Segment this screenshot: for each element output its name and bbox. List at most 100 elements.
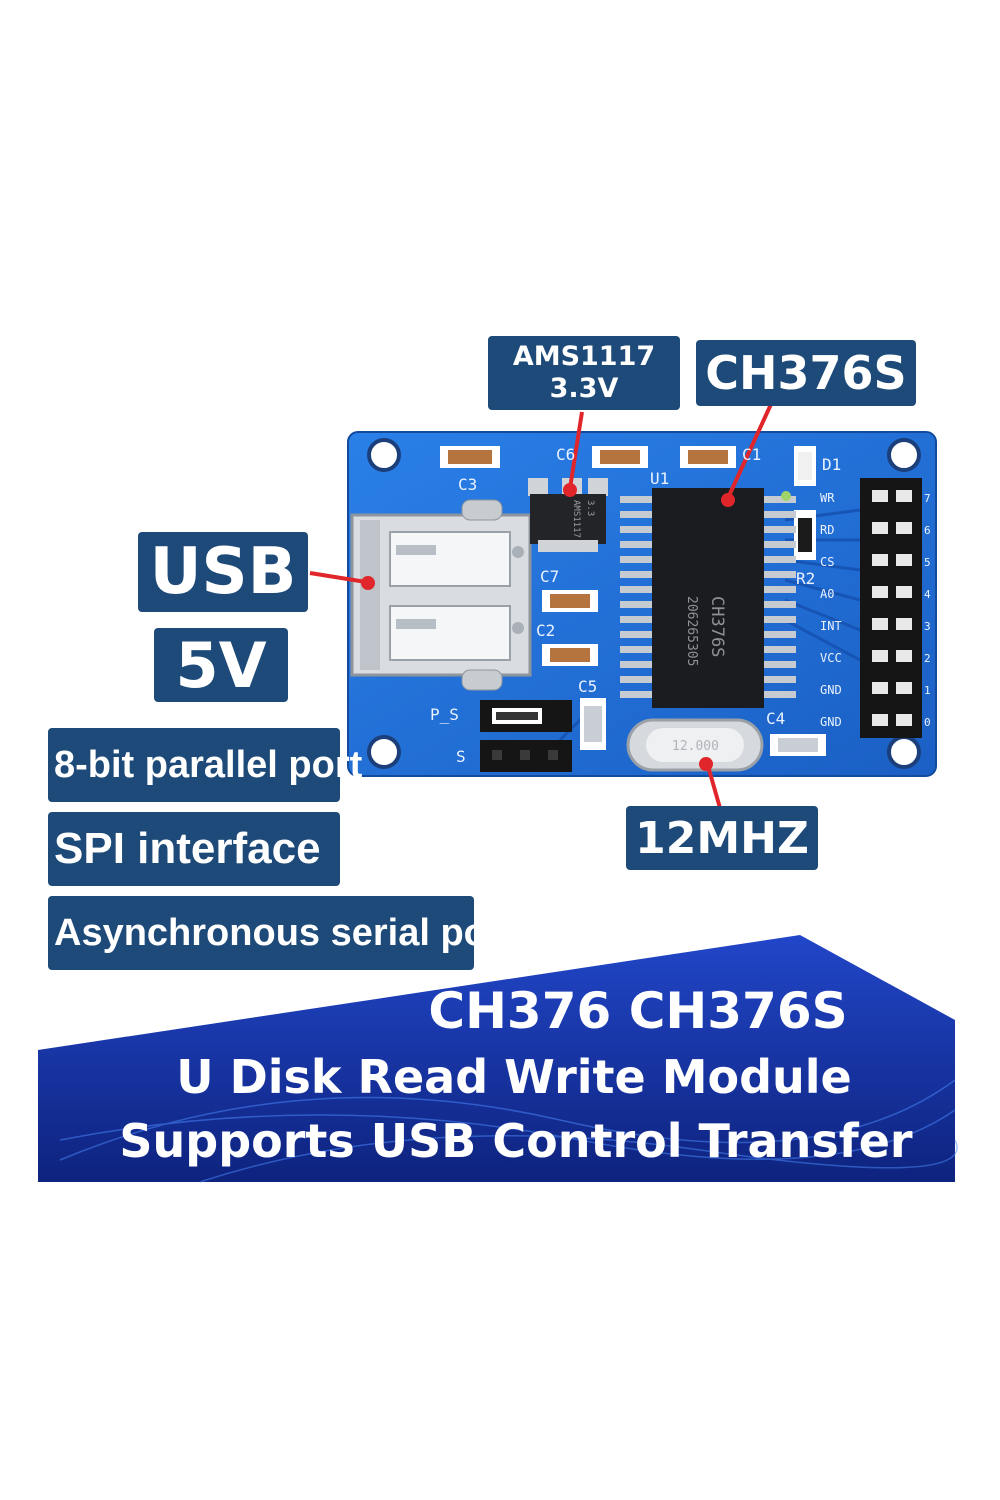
crystal-marking: 12.000 <box>672 739 719 754</box>
header-number: 1 <box>924 684 931 697</box>
silk-d1: D1 <box>822 455 841 474</box>
crystal-oscillator <box>626 718 764 772</box>
mounting-holes <box>367 438 921 769</box>
header-pin <box>896 650 912 662</box>
voltage-callout: 5V <box>154 628 288 702</box>
silk-c7: C7 <box>540 567 559 586</box>
chip-pin <box>762 511 796 518</box>
regulator-callout-voltage: 3.3V <box>549 373 619 404</box>
jumper-headers <box>480 700 572 772</box>
header-pin <box>872 522 888 534</box>
header-number: 3 <box>924 620 931 633</box>
header-pin <box>896 522 912 534</box>
chip-pin <box>762 661 796 668</box>
header-number: 6 <box>924 524 931 537</box>
header-number: 7 <box>924 492 931 505</box>
banner-subtitle: U Disk Read Write Module <box>176 1050 852 1104</box>
chip-pin <box>620 601 654 608</box>
chip-pin <box>762 676 796 683</box>
header-pin <box>896 682 912 694</box>
regulator-callout: AMS1117 3.3V <box>488 336 680 410</box>
regulator-marking-value: 3.3 <box>585 500 595 516</box>
chip-pin <box>762 691 796 698</box>
chip-pin <box>620 571 654 578</box>
chip-pin <box>620 646 654 653</box>
silk-s: S <box>456 747 466 766</box>
crystal-callout: 12MHZ <box>626 806 818 870</box>
feature-parallel-port: 8-bit parallel port <box>48 728 362 802</box>
chip-pin <box>762 571 796 578</box>
regulator-marking-name: AMS1117 <box>571 500 581 538</box>
banner-glow <box>59 1079 958 1183</box>
regulator-callout-name: AMS1117 <box>512 341 656 372</box>
header-number: 4 <box>924 588 931 601</box>
pin-label: WR <box>820 491 835 505</box>
pin-header <box>860 478 922 738</box>
chip-pin <box>762 631 796 638</box>
chip-pin <box>762 541 796 548</box>
header-pin <box>872 682 888 694</box>
chip-marking-code: 206265305 <box>684 596 699 666</box>
header-number: 5 <box>924 556 931 569</box>
silk-c6: C6 <box>556 445 575 464</box>
title-banner <box>38 935 955 1182</box>
chip-pin <box>620 586 654 593</box>
chip-pin <box>620 496 654 503</box>
pin-label: RD <box>820 523 834 537</box>
header-pin <box>896 586 912 598</box>
banner-title: CH376 CH376S <box>428 982 848 1040</box>
silk-c1: C1 <box>742 445 761 464</box>
chip-pin <box>762 586 796 593</box>
chip-pin <box>762 526 796 533</box>
chip-pin <box>620 616 654 623</box>
header-numbers: 7 6 5 4 3 2 1 0 <box>924 492 931 729</box>
header-pin <box>872 714 888 726</box>
ch376s-chip <box>620 496 796 698</box>
chip-pin <box>762 556 796 563</box>
header-pin <box>872 650 888 662</box>
header-pin <box>872 586 888 598</box>
chip-pin <box>762 601 796 608</box>
chip-pin <box>620 526 654 533</box>
header-pin <box>872 554 888 566</box>
silk-c5: C5 <box>578 677 597 696</box>
feature-spi-interface: SPI interface <box>48 812 340 886</box>
silk-c2: C2 <box>536 621 555 640</box>
pin-label: CS <box>820 555 834 569</box>
pin-label: INT <box>820 619 842 633</box>
silk-r2: R2 <box>796 569 815 588</box>
pin-label: A0 <box>820 587 834 601</box>
smd-components <box>440 446 826 756</box>
header-pin <box>896 554 912 566</box>
banner-tagline: Supports USB Control Transfer <box>119 1114 913 1168</box>
silk-c3: C3 <box>458 475 477 494</box>
usb-port <box>350 499 532 691</box>
chip-pin <box>620 691 654 698</box>
chip-pin <box>620 631 654 638</box>
chip-pin <box>620 661 654 668</box>
pin-label: VCC <box>820 651 842 665</box>
chip-marking-name: CH376S <box>707 596 727 657</box>
pin-label: GND <box>820 683 842 697</box>
header-pin <box>872 618 888 630</box>
ch376s-chip-body <box>652 488 764 708</box>
chip-pin <box>620 556 654 563</box>
chip-pin <box>762 496 796 503</box>
header-pin <box>896 490 912 502</box>
header-pin <box>872 490 888 502</box>
chip-callout: CH376S <box>696 340 916 406</box>
header-number: 0 <box>924 716 931 729</box>
header-number: 2 <box>924 652 931 665</box>
silk-c4: C4 <box>766 709 785 728</box>
header-pin <box>896 714 912 726</box>
usb-callout: USB <box>138 532 308 612</box>
chip-pin <box>620 511 654 518</box>
feature-serial-port: Asynchronous serial port <box>48 896 514 970</box>
chip-pin <box>620 541 654 548</box>
callout-lines <box>309 401 774 809</box>
pin-label: GND <box>820 715 842 729</box>
chip-pin <box>762 646 796 653</box>
header-pin <box>896 618 912 630</box>
